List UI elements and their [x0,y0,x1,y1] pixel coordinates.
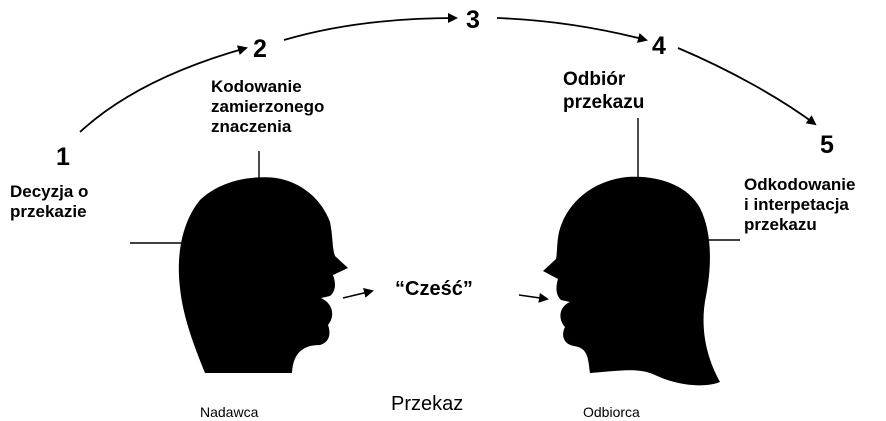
arrow-step-3-to-4 [496,17,648,43]
step-2-label: Kodowanie zamierzonego znaczenia [211,77,324,137]
process-arc [79,13,817,133]
step-5-label-line: i interpetacja [744,195,849,214]
step-5-label-line: przekazu [744,215,817,234]
step-2-label-line: znaczenia [211,117,292,136]
step-1-label: Decyzja o przekazie [10,182,88,222]
step-5-label-line: Odkodowanie [744,175,856,194]
speech-arrow-out [342,288,374,299]
step-4-label-line: przekazu [563,92,645,113]
sender-head-silhouette [178,177,348,373]
step-4-number: 4 [652,32,666,60]
receiver-head-silhouette [543,176,720,386]
sender-caption: Nadawca [200,404,259,420]
arrow-step-4-to-5 [677,47,817,126]
message-caption: Przekaz [391,393,464,415]
receiver-caption: Odbiorca [583,404,640,420]
receiver-head [543,118,740,386]
step-2-number: 2 [253,35,267,63]
arrow-step-2-to-3 [283,13,458,41]
step-4-label: Odbiór przekazu [563,68,644,114]
step-1-label-line: przekazie [10,202,87,221]
arrow-step-1-to-2 [79,45,248,133]
spoken-message: “Cześć” [395,278,473,300]
step-3-number: 3 [466,6,480,34]
step-5-number: 5 [820,131,834,159]
speech-arrow-in [518,292,549,303]
step-4-label-line: Odbiór [563,69,626,90]
step-2-label-line: Kodowanie [211,77,302,96]
step-5-label: Odkodowanie i interpetacja przekazu [744,175,855,235]
sender-head [130,151,348,373]
step-1-label-line: Decyzja o [10,182,89,201]
speech-arrows [342,288,549,303]
step-1-number: 1 [56,143,70,171]
step-2-label-line: zamierzonego [211,97,325,116]
